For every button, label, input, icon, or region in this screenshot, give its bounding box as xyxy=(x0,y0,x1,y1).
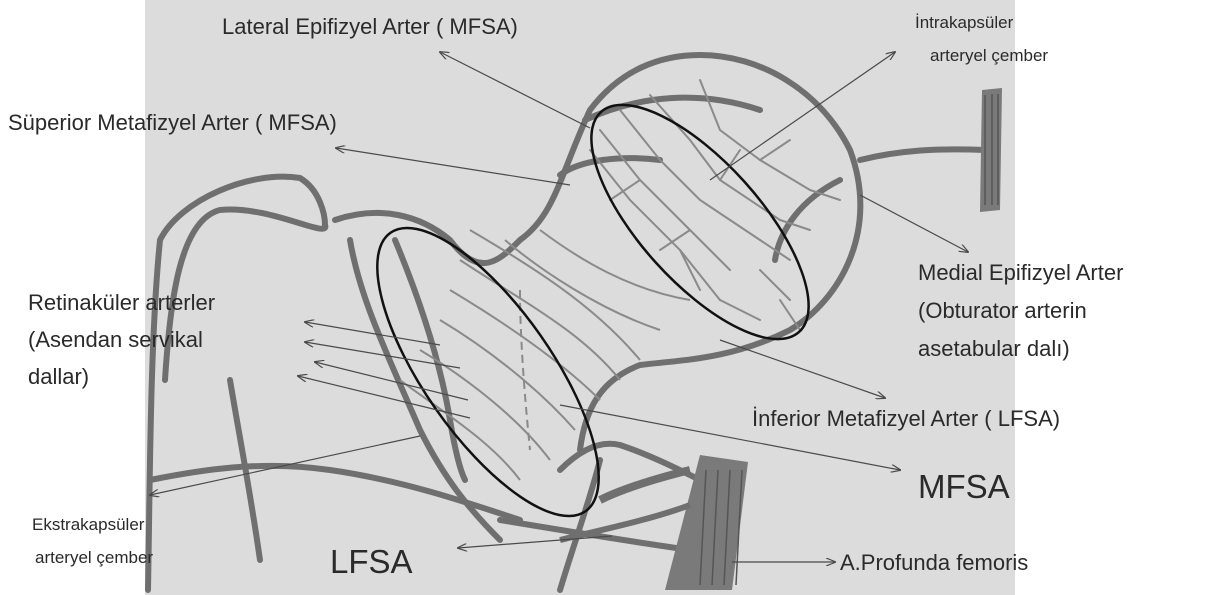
label-lateral-epifizyel-arter: Lateral Epifizyel Arter ( MFSA) xyxy=(222,12,518,42)
label-mfsa: MFSA xyxy=(918,468,1010,506)
label-superior-metafizyel-arter: Süperior Metafizyel Arter ( MFSA) xyxy=(8,108,337,138)
label-retinakuler-line3: dallar) xyxy=(28,362,89,392)
paper-background xyxy=(145,0,1015,595)
label-inferior-metafizyel-arter: İnferior Metafizyel Arter ( LFSA) xyxy=(752,404,1060,434)
label-medial-epifizyel-line2: (Obturator arterin xyxy=(918,296,1087,326)
label-medial-epifizyel-line1: Medial Epifizyel Arter xyxy=(918,258,1123,288)
label-profunda-femoris: A.Profunda femoris xyxy=(840,548,1028,578)
label-intrakapsuler-line2: arteryel çember xyxy=(930,45,1048,67)
label-medial-epifizyel-line3: asetabular dalı) xyxy=(918,334,1070,364)
label-intrakapsuler-line1: İntrakapsüler xyxy=(915,12,1013,34)
label-ekstrakapsuler-line1: Ekstrakapsüler xyxy=(32,514,144,536)
label-ekstrakapsuler-line2: arteryel çember xyxy=(35,547,153,569)
label-retinakuler-line1: Retinaküler arterler xyxy=(28,288,215,318)
obturator-vessel xyxy=(980,88,1002,212)
label-retinakuler-line2: (Asendan servikal xyxy=(28,325,203,355)
label-lfsa: LFSA xyxy=(330,543,413,581)
